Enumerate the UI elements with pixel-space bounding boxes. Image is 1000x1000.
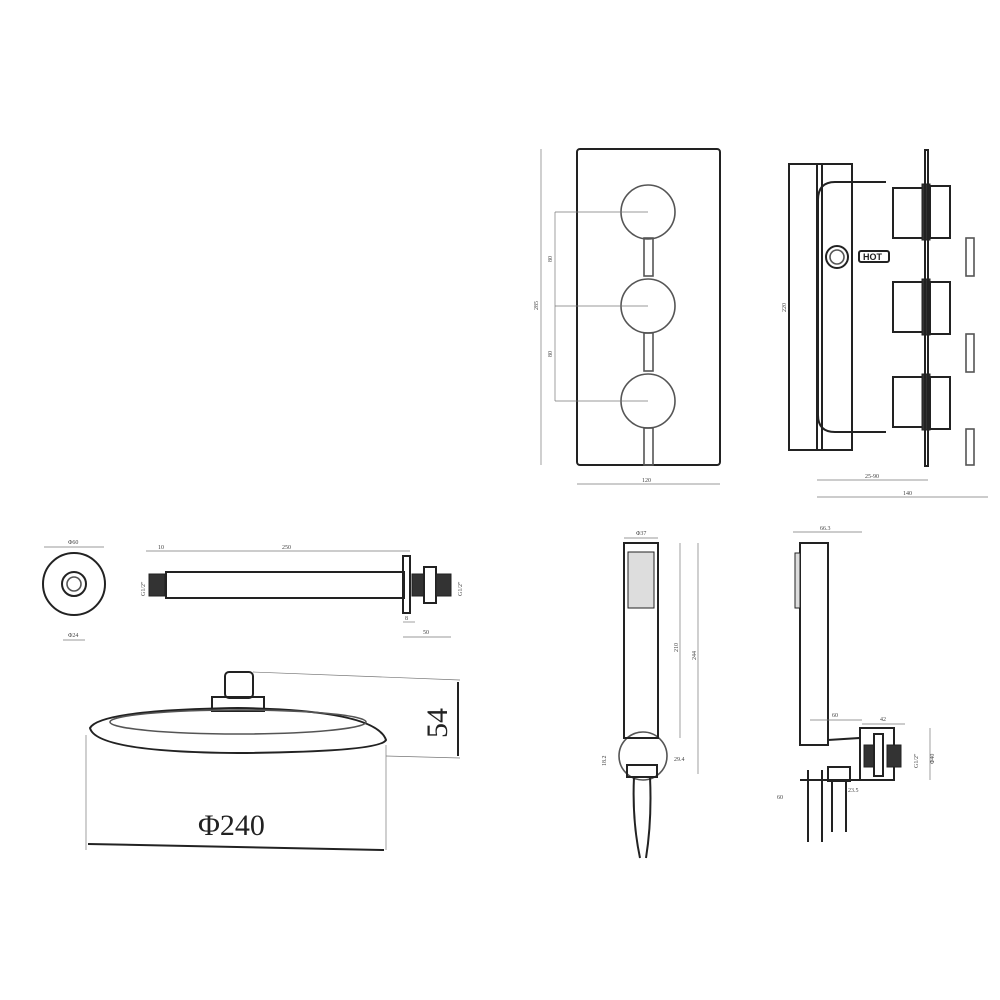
hot-label: HOT [863,252,883,262]
dim-arm-length: 250 [282,545,291,551]
dim-head-height: 54 [421,708,454,738]
dim-bracket-width: 29.4 [674,757,685,763]
dim-spacing-top: 80 [548,256,554,262]
dim-elbow-dia: Φ40 [930,754,936,764]
dim-head-diameter: Φ240 [198,809,265,842]
dim-offset: 23.5 [848,788,859,794]
arm-side-view: 10 250 G1/2" G1/2" 8 50 [141,545,464,638]
dim-total-length: 244 [692,651,698,660]
dim-wall-length: 50 [423,630,429,636]
shower-head-view: Φ240 54 [85,671,461,851]
dim-valve-height: 285 [534,301,540,310]
thread-elbow: G1/2" [914,753,920,768]
handset-front-view: Φ37 210 244 18.2 29.4 [602,531,699,859]
dim-handset-width: Φ37 [636,531,646,537]
thread-left: G1/2" [141,581,147,596]
dim-flange-dia: Φ60 [68,540,78,546]
dim-body-height: 220 [782,303,788,312]
dim-flange-thickness: 8 [405,616,408,622]
dim-hose-offset: 60 [777,795,783,801]
thread-right: G1/2" [458,581,464,596]
valve-side-view: HOT 220 25-90 140 [782,149,988,498]
dim-bracket-depth: 60 [832,713,838,719]
dim-outlet-dia: Φ24 [68,633,78,639]
dim-inlet-length: 10 [158,545,164,551]
dim-depth-range: 25-90 [865,474,879,480]
valve-front-view: 285 80 80 120 [534,148,721,485]
handset-side-view: 66.3 60 42 G1/2" Φ40 23.5 60 [777,526,936,842]
dim-body-length: 210 [674,643,680,652]
dim-valve-width: 120 [642,478,651,484]
dim-bracket-height: 18.2 [602,756,608,767]
arm-end-view: Φ60 Φ24 [42,540,106,641]
dim-elbow-length: 42 [880,717,886,723]
dim-depth-total: 140 [903,491,912,497]
dim-handset-depth: 66.3 [820,526,831,532]
dim-spacing-bottom: 80 [548,351,554,357]
